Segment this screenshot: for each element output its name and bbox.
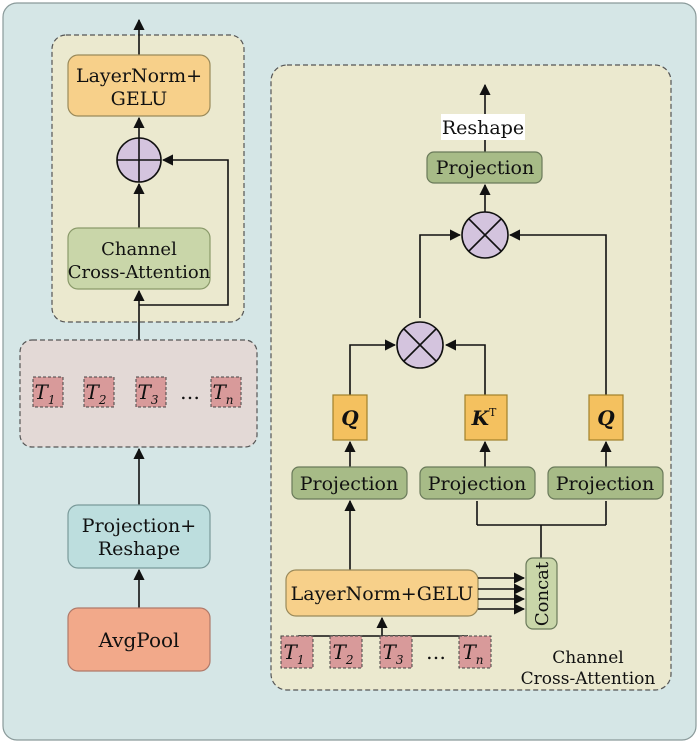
svg-text:Tn: Tn: [462, 640, 483, 667]
projection-q-left-label: Projection: [300, 473, 398, 495]
add-icon: [116, 137, 162, 183]
q-left-box: [332, 394, 368, 441]
reshape-label: Reshape: [442, 117, 524, 139]
right-token-n: Tn: [458, 635, 492, 669]
projection-reshape-label-2: Reshape: [98, 538, 180, 560]
avgpool-label: AvgPool: [98, 628, 180, 652]
kt-box: [464, 394, 508, 441]
svg-text:T3: T3: [138, 380, 159, 407]
svg-text:T2: T2: [86, 380, 107, 407]
left-layernorm-gelu-box: [67, 54, 211, 117]
projection-q-left-box: [291, 466, 408, 500]
avgpool-box: [67, 607, 211, 672]
projection-top-box: [426, 151, 543, 184]
left-cross-attention-box: [67, 227, 211, 290]
svg-text:T2: T2: [333, 640, 354, 667]
left-token-ellipsis: …: [180, 380, 200, 404]
svg-text:T1: T1: [284, 640, 305, 667]
projection-q-right-label: Projection: [556, 473, 654, 495]
multiply-middle-icon: [396, 321, 444, 369]
projection-top-label: Projection: [436, 157, 534, 179]
left-cross-attention-label-2: Cross-Attention: [68, 262, 211, 283]
projection-reshape-label-1: Projection+: [82, 515, 196, 537]
kt-label: KT: [471, 406, 497, 430]
concat-label: Concat: [532, 561, 553, 626]
projection-reshape-box: [67, 504, 211, 569]
right-token-ellipsis: …: [426, 640, 446, 664]
layernorm-gelu-box: [285, 569, 479, 617]
q-right-label: Q: [597, 406, 615, 430]
left-cross-attention-label-1: Channel: [101, 239, 177, 260]
right-token-2: T2: [329, 635, 363, 669]
reshape-label-bg: [441, 114, 525, 140]
layernorm-gelu-label: LayerNorm+GELU: [291, 583, 474, 605]
left-token-n: Tn: [210, 376, 242, 408]
concat-box: [525, 557, 558, 630]
projection-k-label: Projection: [428, 473, 526, 495]
left-token-1: T1: [32, 376, 64, 408]
multiply-top-icon: [461, 211, 509, 259]
projection-k-box: [419, 466, 536, 500]
right-token-3: T3: [379, 635, 413, 669]
left-layernorm-label-2: GELU: [111, 88, 168, 110]
left-layernorm-label-1: LayerNorm+: [76, 65, 202, 87]
right-caption-line-1: Channel: [552, 648, 624, 668]
left-token-3: T3: [135, 376, 167, 408]
q-left-label: Q: [341, 406, 359, 430]
left-token-2: T2: [83, 376, 115, 408]
projection-q-right-box: [547, 466, 664, 500]
right-panel: [270, 64, 672, 691]
svg-text:T1: T1: [35, 380, 56, 407]
svg-text:Tn: Tn: [212, 380, 233, 407]
right-token-1: T1: [280, 635, 314, 669]
svg-text:T3: T3: [383, 640, 404, 667]
right-caption-line-2: Cross-Attention: [521, 669, 656, 689]
q-right-box: [588, 394, 624, 441]
